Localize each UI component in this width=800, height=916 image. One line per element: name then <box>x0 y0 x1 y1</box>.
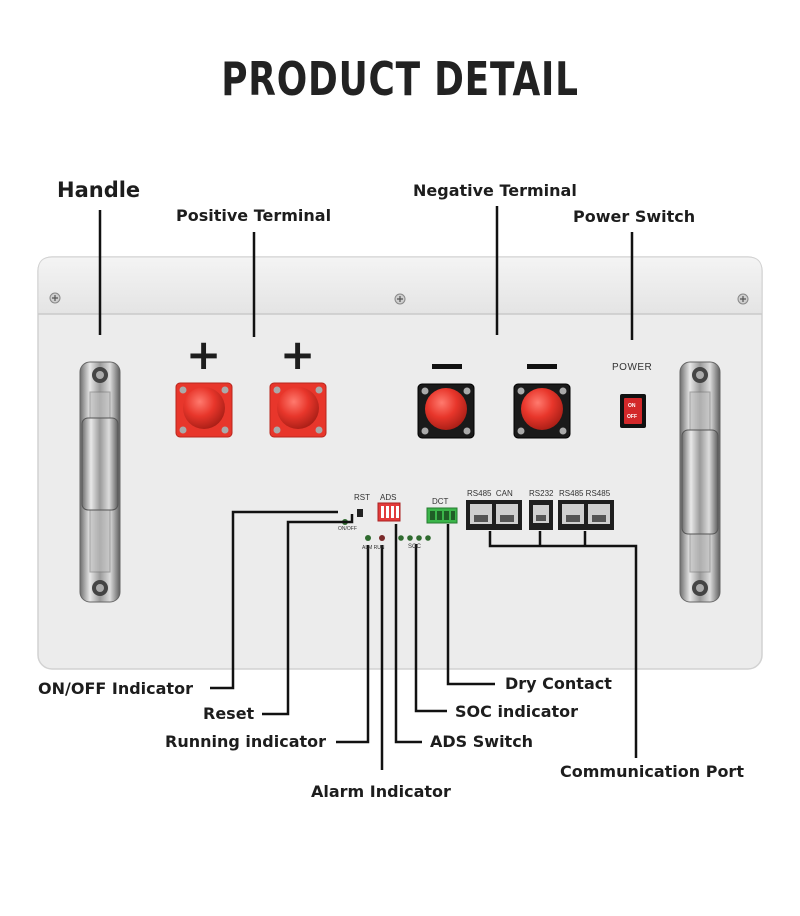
switch-off-label: OFF <box>627 414 637 420</box>
ads-label: ADS <box>380 493 397 502</box>
reset-button[interactable] <box>357 509 363 517</box>
callout-negative-terminal: Negative Terminal <box>413 181 577 200</box>
run-led <box>379 535 385 541</box>
rs485-rs485-ports <box>558 500 614 530</box>
callout-dry-contact: Dry Contact <box>505 674 612 693</box>
callout-communication-port: Communication Port <box>560 762 744 781</box>
soc-label: SOC <box>408 544 422 550</box>
negative-minus-icon <box>432 364 462 369</box>
negative-terminal-2 <box>513 383 571 439</box>
alarm-led <box>365 535 371 541</box>
callout-positive-terminal: Positive Terminal <box>176 206 332 225</box>
alm-run-label: ALM RUN <box>362 545 385 551</box>
battery-housing <box>37 256 763 670</box>
right-handle <box>679 361 721 603</box>
switch-on-label: ON <box>628 403 636 409</box>
negative-minus-icon <box>527 364 557 369</box>
callout-onoff-indicator: ON/OFF Indicator <box>38 679 193 698</box>
callout-running-indicator: Running indicator <box>165 732 327 751</box>
callout-power-switch: Power Switch <box>573 207 696 226</box>
power-label: POWER <box>612 362 653 373</box>
rs485-can-ports <box>466 500 522 530</box>
callout-handle: Handle <box>57 178 141 202</box>
ads-dip-switch[interactable] <box>377 502 401 522</box>
page-title: PRODUCT DETAIL <box>221 52 579 106</box>
dry-contact-connector <box>426 507 458 524</box>
positive-plus-icon: + <box>186 330 222 379</box>
rst-label: RST <box>354 493 370 502</box>
power-switch[interactable] <box>620 394 646 428</box>
left-handle <box>79 361 121 603</box>
negative-terminal-1 <box>417 383 475 439</box>
lid-screw-icon <box>49 292 61 304</box>
lid-screw-icon <box>737 293 749 305</box>
rs485-rs485-label: RS485 RS485 <box>559 489 611 498</box>
lid-screw-icon <box>394 293 406 305</box>
positive-terminal-2 <box>269 382 327 438</box>
onoff-label: ON/OFF <box>338 526 357 532</box>
callout-reset: Reset <box>203 704 255 723</box>
callout-soc-indicator: SOC indicator <box>455 702 579 721</box>
dct-label: DCT <box>432 497 449 506</box>
rs485-can-label: RS485 CAN <box>467 489 513 498</box>
soc-leds <box>398 535 431 541</box>
positive-terminal-1 <box>175 382 233 438</box>
callout-alarm-indicator: Alarm Indicator <box>311 782 451 801</box>
callout-ads-switch: ADS Switch <box>430 732 534 751</box>
rs232-label: RS232 <box>529 489 554 498</box>
rs232-port <box>529 500 553 530</box>
positive-plus-icon: + <box>280 330 316 379</box>
leader-lines <box>98 206 638 770</box>
